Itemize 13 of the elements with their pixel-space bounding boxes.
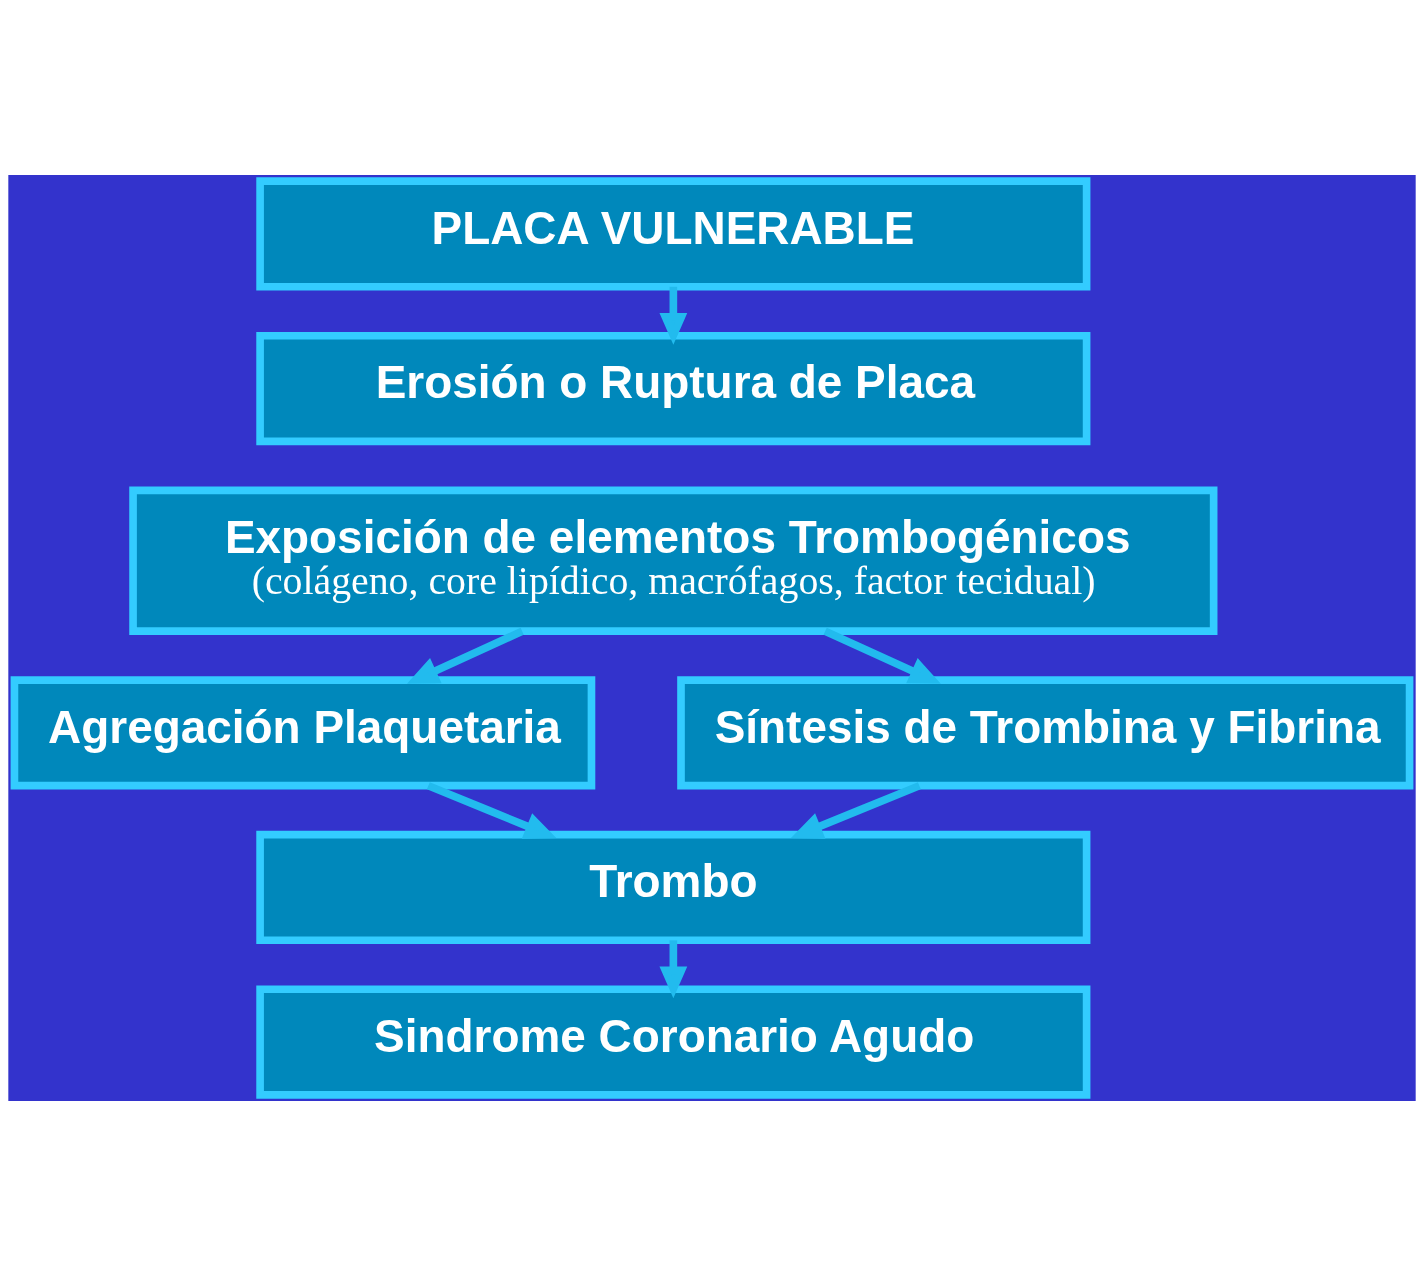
node-box: Agregación Plaquetaria: [10, 676, 596, 790]
arrow: [823, 627, 941, 684]
node-box: Síntesis de Trombina y Fibrina: [677, 676, 1414, 790]
node-box: Erosión o Ruptura de Placa: [256, 331, 1091, 446]
arrow: [426, 782, 557, 839]
node-box: Trombo: [256, 830, 1091, 945]
arrow: [659, 940, 688, 999]
node-box: Exposición de elementos Trombogénicos (colágeno, core lipídico, macrófagos, factor tecidual): [129, 486, 1218, 635]
node-box: Sindrome Coronario Agudo: [256, 985, 1091, 1099]
node-box: PLACA VULNERABLE: [256, 177, 1091, 291]
arrow: [406, 627, 524, 684]
arrow: [659, 286, 688, 345]
arrow: [790, 782, 921, 839]
